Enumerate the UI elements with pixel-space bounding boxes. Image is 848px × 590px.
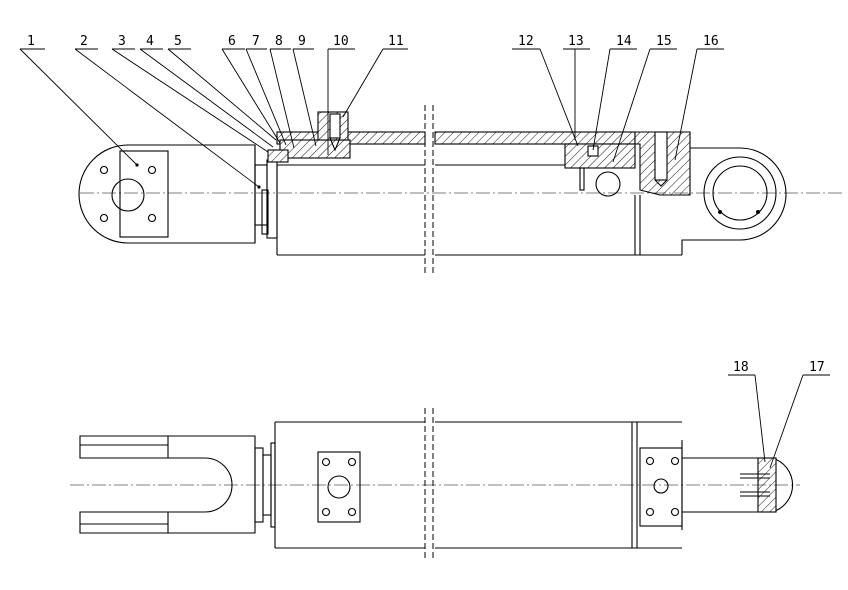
svg-text:4: 4 <box>146 34 154 49</box>
svg-text:7: 7 <box>252 34 260 49</box>
svg-text:9: 9 <box>298 34 306 49</box>
callout-4: 4 <box>139 34 274 148</box>
svg-text:1: 1 <box>27 34 35 49</box>
barrel-wall-section <box>267 111 636 197</box>
svg-text:5: 5 <box>174 34 182 49</box>
svg-text:11: 11 <box>388 34 404 49</box>
callout-1: 1 <box>19 34 139 167</box>
callout-6: 6 <box>221 34 281 144</box>
rod-end-eye <box>78 144 256 244</box>
svg-text:15: 15 <box>656 34 672 49</box>
callout-12: 12 <box>512 34 579 147</box>
callout-5: 5 <box>167 34 277 141</box>
rod-clevis <box>79 435 256 534</box>
callout-9: 9 <box>292 34 317 147</box>
callout-8: 8 <box>269 34 295 149</box>
svg-text:3: 3 <box>118 34 126 49</box>
piston-rod <box>254 159 278 239</box>
callout-14: 14 <box>592 34 637 151</box>
svg-text:8: 8 <box>275 34 283 49</box>
callout-7: 7 <box>245 34 287 146</box>
callouts: 1 2 3 4 5 6 <box>19 34 830 469</box>
svg-text:6: 6 <box>228 34 236 49</box>
svg-text:18: 18 <box>733 360 749 375</box>
callout-10: 10 <box>327 34 355 155</box>
svg-text:17: 17 <box>809 360 825 375</box>
svg-text:16: 16 <box>703 34 719 49</box>
bottom-view <box>70 408 800 560</box>
svg-text:12: 12 <box>518 34 534 49</box>
cap-end <box>634 131 787 255</box>
cap-flange <box>639 447 683 527</box>
callout-17: 17 <box>769 360 830 469</box>
svg-text:10: 10 <box>333 34 349 49</box>
callout-18: 18 <box>728 360 766 463</box>
port-flange <box>317 451 361 523</box>
top-view <box>78 105 845 275</box>
svg-text:14: 14 <box>616 34 632 49</box>
callout-3: 3 <box>111 34 269 153</box>
callout-16: 16 <box>674 34 724 161</box>
cylinder-barrel <box>276 164 682 256</box>
callout-13: 13 <box>563 34 590 140</box>
callout-11: 11 <box>342 34 408 118</box>
svg-text:2: 2 <box>80 34 88 49</box>
callout-2: 2 <box>74 34 261 189</box>
callout-15: 15 <box>612 34 677 163</box>
svg-text:13: 13 <box>568 34 584 49</box>
